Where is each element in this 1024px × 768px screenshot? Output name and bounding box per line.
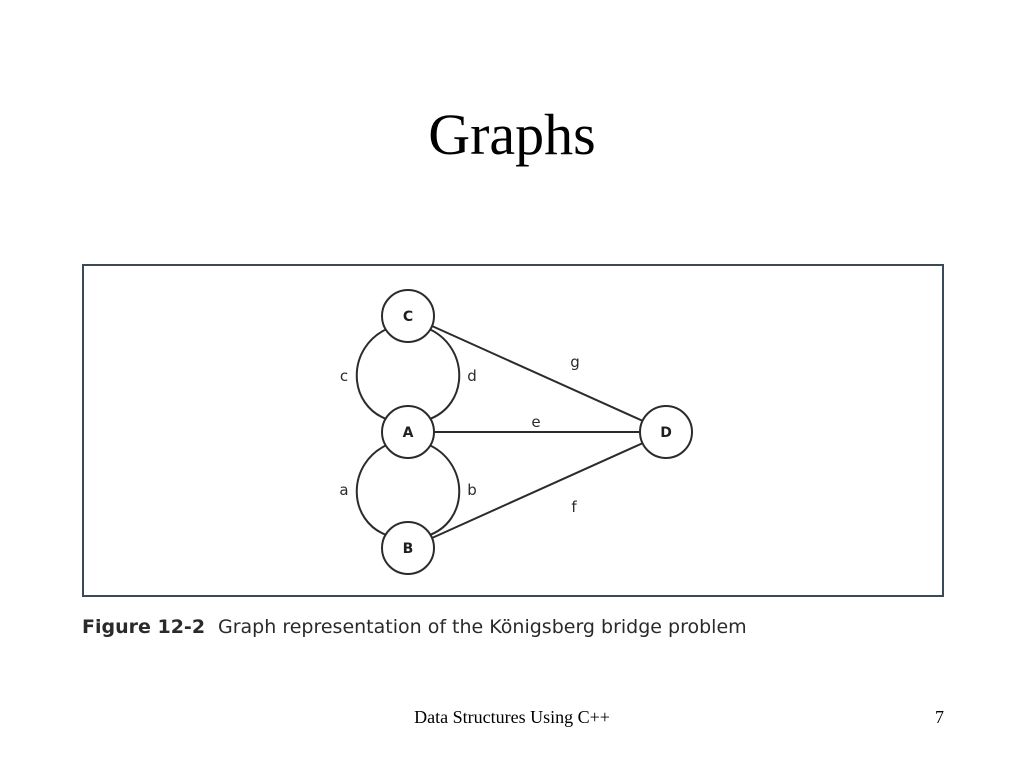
edge-a xyxy=(355,443,390,537)
edge-f xyxy=(431,442,644,539)
node-c-label: C xyxy=(403,309,413,325)
edge-b-label: b xyxy=(467,481,477,499)
node-b-label: B xyxy=(403,541,414,557)
figure-caption-text: Graph representation of the Königsberg b… xyxy=(218,616,747,638)
edge-e-label: e xyxy=(531,413,540,431)
node-d-label: D xyxy=(660,425,672,441)
slide-title: Graphs xyxy=(428,102,596,167)
figure-frame: C A B D c d a b e f g xyxy=(82,264,944,597)
edge-b xyxy=(426,443,461,537)
figure-caption: Figure 12-2 Graph representation of the K… xyxy=(82,616,747,638)
footer-text: Data Structures Using C++ xyxy=(414,707,610,727)
node-c-circle xyxy=(381,289,435,343)
figure-label: Figure 12-2 xyxy=(82,616,206,638)
node-a-label: A xyxy=(403,425,414,441)
node-d-circle xyxy=(639,405,693,459)
graph-diagram: C A B D c d a b e f g xyxy=(339,289,693,575)
node-c: C xyxy=(381,289,435,343)
page-number: 7 xyxy=(935,707,944,727)
node-d: D xyxy=(639,405,693,459)
node-a: A xyxy=(381,405,435,459)
edge-d xyxy=(426,327,461,421)
edge-f-label: f xyxy=(571,498,577,516)
edge-g-label: g xyxy=(570,353,580,371)
node-b-circle xyxy=(381,521,435,575)
node-a-circle xyxy=(381,405,435,459)
edge-c-label: c xyxy=(340,367,348,385)
edge-c xyxy=(355,327,390,421)
edge-a-label: a xyxy=(339,481,348,499)
edge-d-label: d xyxy=(467,367,477,385)
edge-g xyxy=(431,325,644,422)
node-b: B xyxy=(381,521,435,575)
